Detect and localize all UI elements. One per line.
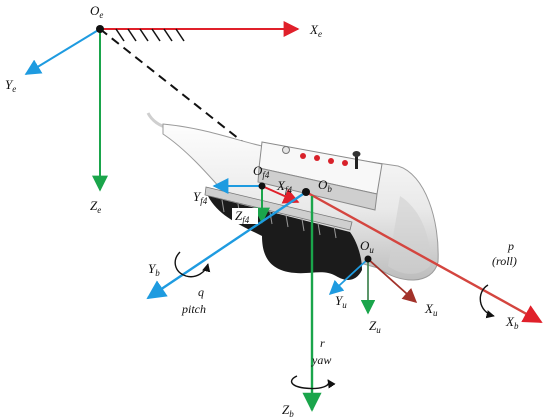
panel-button-icon bbox=[314, 155, 320, 161]
earth-frame bbox=[24, 21, 300, 192]
rotation-arrow-icon bbox=[479, 284, 495, 319]
label-yf4: Yf4 bbox=[193, 189, 208, 206]
fin-frame bbox=[212, 178, 300, 224]
label-xe: Xe bbox=[309, 22, 322, 39]
panel-button-icon bbox=[342, 160, 348, 166]
panel-button-icon bbox=[282, 146, 290, 154]
yaw-symbol: r bbox=[320, 336, 325, 350]
zf4-label-bg bbox=[232, 208, 258, 224]
pitch-name: pitch bbox=[181, 302, 206, 316]
yu-axis bbox=[328, 258, 369, 295]
xf4-axis bbox=[261, 185, 300, 204]
label-yb: Yb bbox=[148, 261, 160, 278]
deck-side bbox=[257, 167, 378, 211]
label-xu: Xu bbox=[424, 301, 438, 318]
label-xb: Xb bbox=[505, 314, 519, 331]
yb-axis bbox=[146, 191, 307, 300]
u-frame bbox=[328, 255, 418, 315]
xb-axis bbox=[305, 190, 543, 324]
ob-origin-dot bbox=[302, 188, 310, 196]
label-ze: Ze bbox=[90, 198, 101, 215]
body-frame bbox=[146, 188, 543, 412]
ground-hatch-icon bbox=[115, 28, 185, 42]
label-ob: Ob bbox=[318, 177, 332, 194]
yaw-name: yaw bbox=[311, 353, 331, 367]
of4-origin-dot bbox=[258, 182, 266, 190]
antenna-cap bbox=[352, 151, 361, 157]
label-zf4: Zf4 bbox=[235, 208, 250, 225]
label-of4: Of4 bbox=[253, 163, 270, 180]
panel-button-icon bbox=[328, 158, 334, 164]
rotation-arrow-icon bbox=[174, 251, 211, 278]
label-yu: Yu bbox=[335, 293, 347, 310]
label-oe: Oe bbox=[90, 3, 103, 20]
ou-origin-dot bbox=[364, 255, 372, 263]
fin-rail bbox=[204, 186, 353, 231]
panel-button-icon bbox=[300, 153, 306, 159]
pitch-symbol: q bbox=[198, 285, 204, 299]
label-ye: Ye bbox=[5, 77, 16, 94]
label-zb: Zb bbox=[282, 402, 294, 419]
label-xf4: Xf4 bbox=[276, 178, 292, 195]
roll-symbol: p bbox=[507, 239, 514, 253]
antenna-mast bbox=[355, 154, 358, 169]
roll-name: (roll) bbox=[492, 254, 517, 268]
rotation-arrow-icon bbox=[290, 375, 336, 390]
xu-axis bbox=[367, 258, 418, 303]
label-zu: Zu bbox=[369, 318, 381, 335]
label-ou: Ou bbox=[360, 238, 374, 255]
vehicle-body bbox=[146, 112, 439, 281]
ye-axis bbox=[24, 28, 101, 75]
